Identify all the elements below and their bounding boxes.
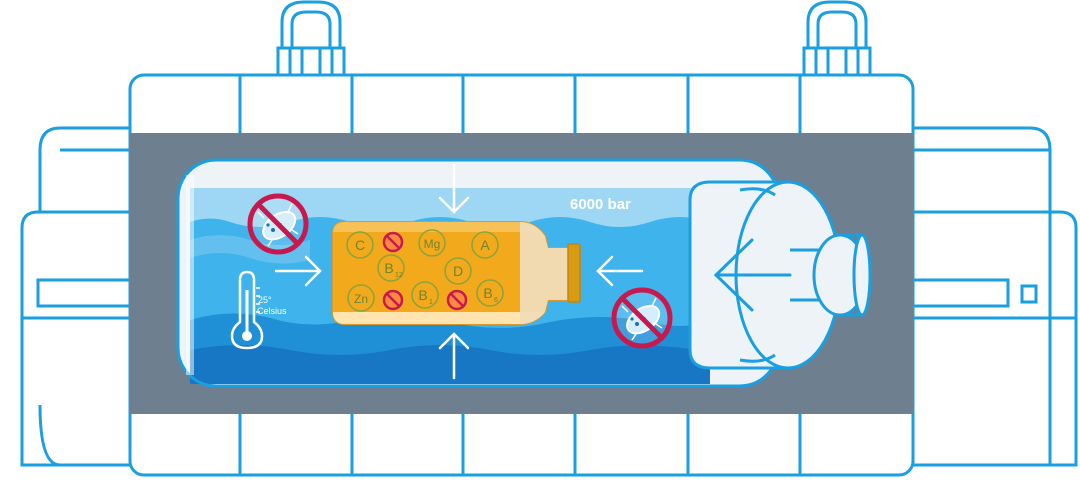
pressure-arrow-icon	[274, 255, 322, 287]
nutrient-label: D	[453, 263, 463, 279]
lift-handle-left	[276, 0, 346, 77]
machine-left-side	[20, 126, 134, 467]
nutrient-zn: Zn	[347, 284, 375, 312]
thermometer-icon	[230, 270, 264, 350]
plunger-arrow-icon	[713, 238, 792, 312]
nutrient-c: C	[346, 231, 374, 259]
nutrient-d: D	[444, 257, 472, 285]
bacteria-forbidden-icon	[247, 193, 309, 255]
pressure-arrow-icon	[438, 332, 470, 380]
nutrient-subscript: 6	[494, 297, 498, 304]
nutrient-label: B	[418, 287, 427, 303]
forbidden-dot-3	[446, 289, 468, 311]
nutrient-label: C	[355, 237, 365, 253]
pressure-arrow-icon	[596, 255, 644, 287]
thermometer-temp: 25°	[258, 295, 272, 305]
nutrient-label: Mg	[424, 237, 441, 251]
forbidden-dot-2	[382, 289, 404, 311]
machine-right-side	[911, 126, 1078, 467]
nutrient-mg: Mg	[418, 229, 446, 257]
pressure-label: 6000 bar	[570, 196, 631, 213]
nutrient-label: Zn	[354, 292, 368, 306]
nutrient-label: B	[483, 285, 492, 301]
nutrient-subscript: 1	[429, 299, 433, 306]
lift-handle-right	[802, 0, 872, 77]
nutrient-a: A	[471, 231, 499, 259]
pressure-arrow-icon	[438, 163, 470, 214]
bottle-cap	[567, 243, 581, 303]
forbidden-dot-1	[382, 231, 404, 253]
nutrient-subscript: 12	[395, 272, 403, 279]
nutrient-label: B	[384, 260, 393, 276]
nutrient-label: A	[480, 237, 490, 253]
thermometer-unit: Celsius	[257, 306, 287, 316]
bacteria-forbidden-icon	[611, 287, 673, 349]
